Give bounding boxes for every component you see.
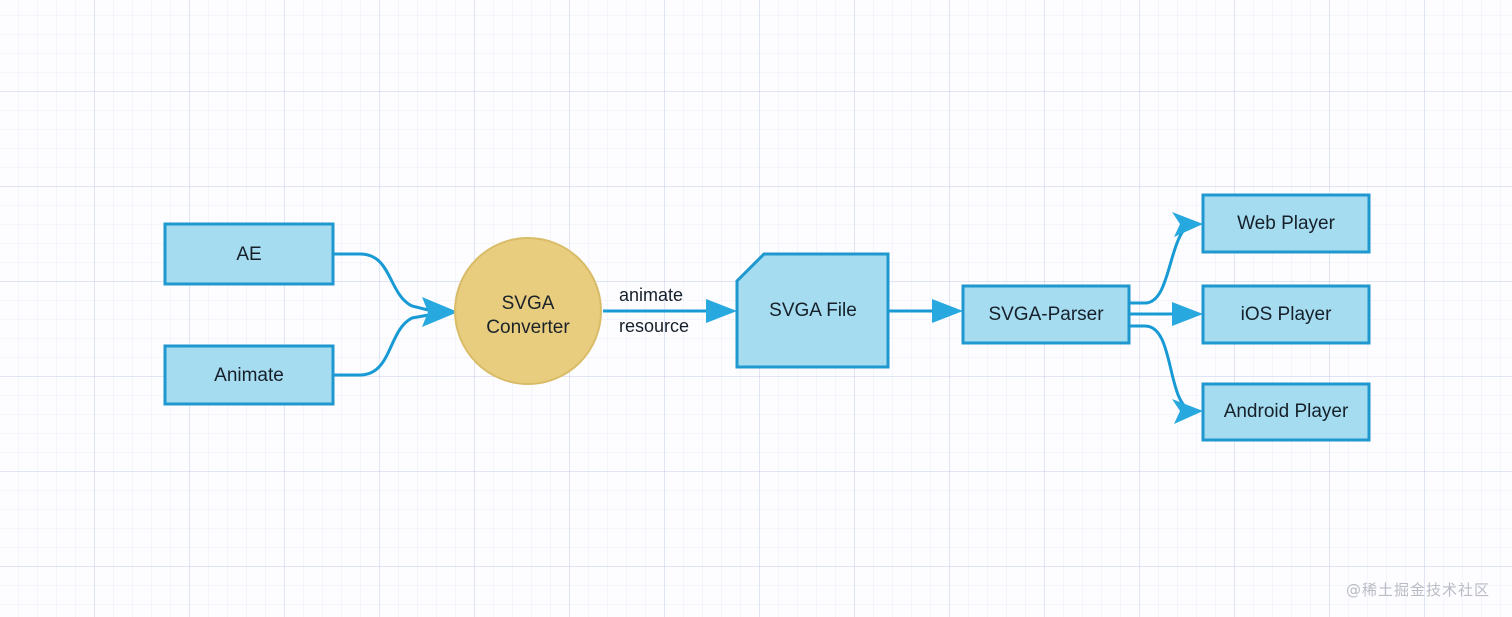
node-label-svga-converter-line2: Converter	[486, 317, 570, 338]
node-ae[interactable]: AE	[163, 222, 335, 286]
node-label-android-player: Android Player	[1224, 401, 1349, 422]
node-svga-file[interactable]: SVGA File	[735, 252, 890, 369]
node-web-player[interactable]: Web Player	[1201, 193, 1371, 254]
node-label-svga-parser: SVGA-Parser	[988, 304, 1104, 325]
node-svga-converter[interactable]: SVGA Converter	[454, 237, 602, 385]
node-label-ios-player: iOS Player	[1241, 304, 1332, 325]
watermark: @稀土掘金技术社区	[1345, 581, 1490, 599]
edge-merged-arrowhead-to-converter	[422, 297, 458, 327]
arrow-icon	[706, 299, 737, 323]
edge-parser-to-android-player	[1129, 324, 1203, 424]
edge-parser-to-ios-player	[1129, 302, 1203, 326]
edge-converter-to-file	[603, 299, 737, 323]
edge-label-resource: resource	[619, 316, 689, 336]
edge-label-animate: animate	[619, 285, 683, 305]
node-animate[interactable]: Animate	[163, 344, 335, 406]
node-label-ae: AE	[236, 244, 261, 265]
edge-animate-to-converter	[333, 311, 441, 377]
arrow-icon	[1172, 399, 1203, 424]
edge-parser-to-web-player	[1129, 212, 1203, 305]
node-label-animate: Animate	[214, 365, 284, 386]
edge-ae-to-converter	[333, 252, 441, 315]
edge-file-to-parser	[888, 299, 963, 323]
node-label-web-player: Web Player	[1237, 213, 1336, 234]
node-android-player[interactable]: Android Player	[1201, 382, 1371, 442]
node-label-svga-file: SVGA File	[769, 300, 857, 321]
arrow-icon	[1172, 302, 1203, 326]
node-label-svga-converter-line1: SVGA	[502, 293, 555, 314]
node-ios-player[interactable]: iOS Player	[1201, 284, 1371, 345]
arrow-icon	[1172, 212, 1203, 237]
arrow-icon	[932, 299, 963, 323]
node-svga-parser[interactable]: SVGA-Parser	[961, 284, 1131, 345]
